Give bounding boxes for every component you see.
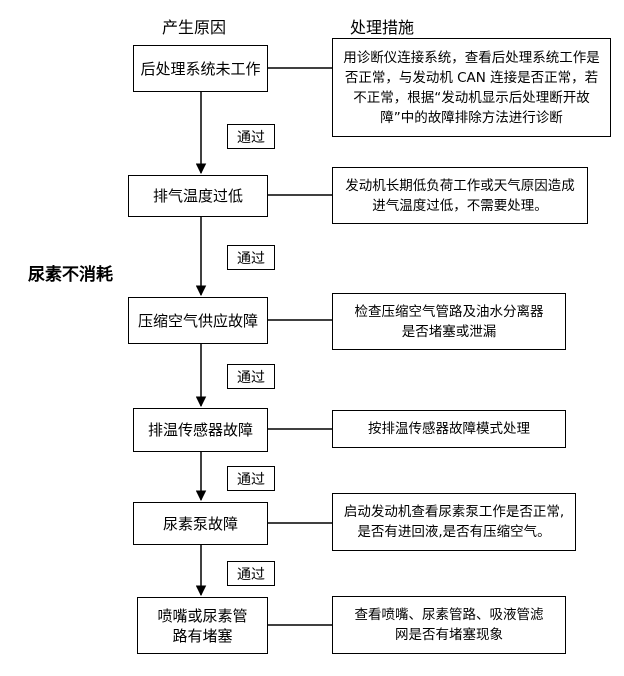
cause-text-4: 排温传感器故障 [147,421,253,439]
pass-text-5: 通过 [237,566,265,583]
cause-box-2: 排气温度过低 [128,175,268,217]
cause-column-header: 产生原因 [162,18,227,37]
pass-label-4: 通过 [227,466,275,491]
cause-text-3: 压缩空气供应故障 [137,311,258,330]
action-column-header: 处理措施 [350,18,415,37]
pass-text-4: 通过 [237,471,265,488]
pass-text-3: 通过 [237,369,265,386]
pass-label-3: 通过 [227,364,275,389]
cause-box-1: 后处理系统未工作 [133,45,268,92]
cause-box-5: 尿素泵故障 [133,502,268,545]
cause-box-6: 喷嘴或尿素管路有堵塞 [137,597,268,654]
action-box-5: 启动发动机查看尿素泵工作是否正常,是否有进回液,是否有压缩空气。 [332,493,576,551]
pass-label-5: 通过 [227,561,275,586]
cause-text-2: 排气温度过低 [152,187,243,205]
action-box-1: 用诊断仪连接系统，查看后处理系统工作是否正常，与发动机 CAN 连接是否正常，若… [332,38,611,137]
cause-box-3: 压缩空气供应故障 [128,297,268,344]
pass-label-1: 通过 [227,124,275,149]
cause-box-4: 排温传感器故障 [133,408,268,452]
cause-text-6: 喷嘴或尿素管路有堵塞 [157,606,248,645]
action-box-6: 查看喷嘴、尿素管路、吸液管滤网是否有堵塞现象 [332,596,566,654]
pass-text-1: 通过 [237,129,265,146]
action-text-2: 发动机长期低负荷工作或天气原因造成进气温度过低，不需要处理。 [345,177,575,214]
action-box-3: 检查压缩空气管路及油水分离器是否堵塞或泄漏 [332,293,566,350]
action-text-3: 检查压缩空气管路及油水分离器是否堵塞或泄漏 [354,303,544,340]
action-box-2: 发动机长期低负荷工作或天气原因造成进气温度过低，不需要处理。 [332,167,588,224]
pass-text-2: 通过 [237,250,265,267]
pass-label-2: 通过 [227,245,275,270]
action-box-4: 按排温传感器故障模式处理 [332,410,566,448]
action-text-6: 查看喷嘴、尿素管路、吸液管滤网是否有堵塞现象 [354,607,544,643]
cause-text-1: 后处理系统未工作 [140,59,261,78]
side-label: 尿素不消耗 [28,265,113,285]
action-text-1: 用诊断仪连接系统，查看后处理系统工作是否正常，与发动机 CAN 连接是否正常，若… [343,49,600,126]
cause-text-5: 尿素泵故障 [162,514,238,533]
action-text-5: 启动发动机查看尿素泵工作是否正常,是否有进回液,是否有压缩空气。 [343,504,565,540]
action-text-4: 按排温传感器故障模式处理 [368,421,530,437]
